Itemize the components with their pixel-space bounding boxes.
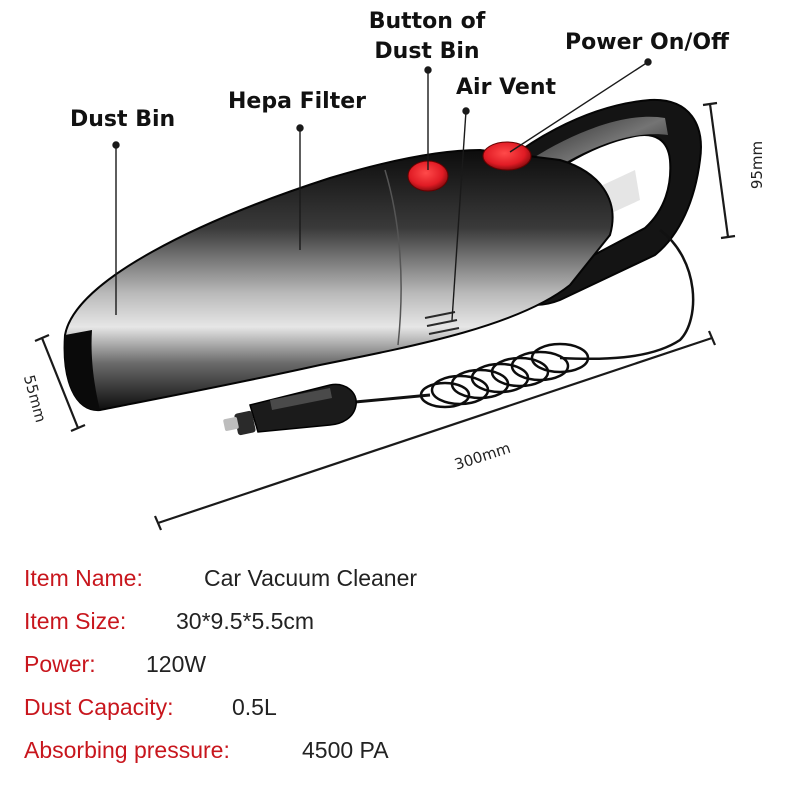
spec-label: Item Size: [24, 608, 127, 634]
spec-label: Dust Capacity: [24, 694, 174, 720]
power-cord [559, 229, 695, 361]
callout-dust-bin: Dust Bin [70, 107, 175, 132]
callout-button-line1: Button of [369, 9, 486, 34]
air-vent-slots [424, 311, 460, 335]
car-plug [223, 383, 357, 436]
callout-air-vent: Air Vent [456, 75, 556, 100]
callout-hepa-filter: Hepa Filter [228, 89, 366, 114]
spec-value: 120W [146, 651, 207, 677]
vacuum-shell [63, 148, 614, 412]
power-button [482, 141, 532, 171]
dust-bin-seam [384, 169, 402, 346]
dimension-height: 95mm [748, 141, 766, 189]
coiled-cord [419, 342, 590, 409]
cord-to-plug [354, 393, 431, 404]
callout-button-line2: Dust Bin [374, 39, 479, 64]
spec-value: 0.5L [232, 694, 277, 720]
vacuum-illustration [63, 98, 702, 436]
spec-value: Car Vacuum Cleaner [204, 565, 418, 591]
dimension-lines [34, 101, 736, 531]
dimension-width: 55mm [20, 373, 50, 424]
spec-value: 30*9.5*5.5cm [176, 608, 315, 634]
callout-power: Power On/Off [565, 30, 730, 55]
nozzle-tip [64, 330, 100, 411]
callout-leaders [112, 58, 652, 321]
spec-label: Item Name: [24, 565, 143, 591]
spec-value: 4500 PA [302, 737, 389, 763]
spec-label: Absorbing pressure: [24, 737, 230, 763]
spec-label: Power: [24, 651, 96, 677]
dimension-length: 300mm [452, 439, 513, 474]
